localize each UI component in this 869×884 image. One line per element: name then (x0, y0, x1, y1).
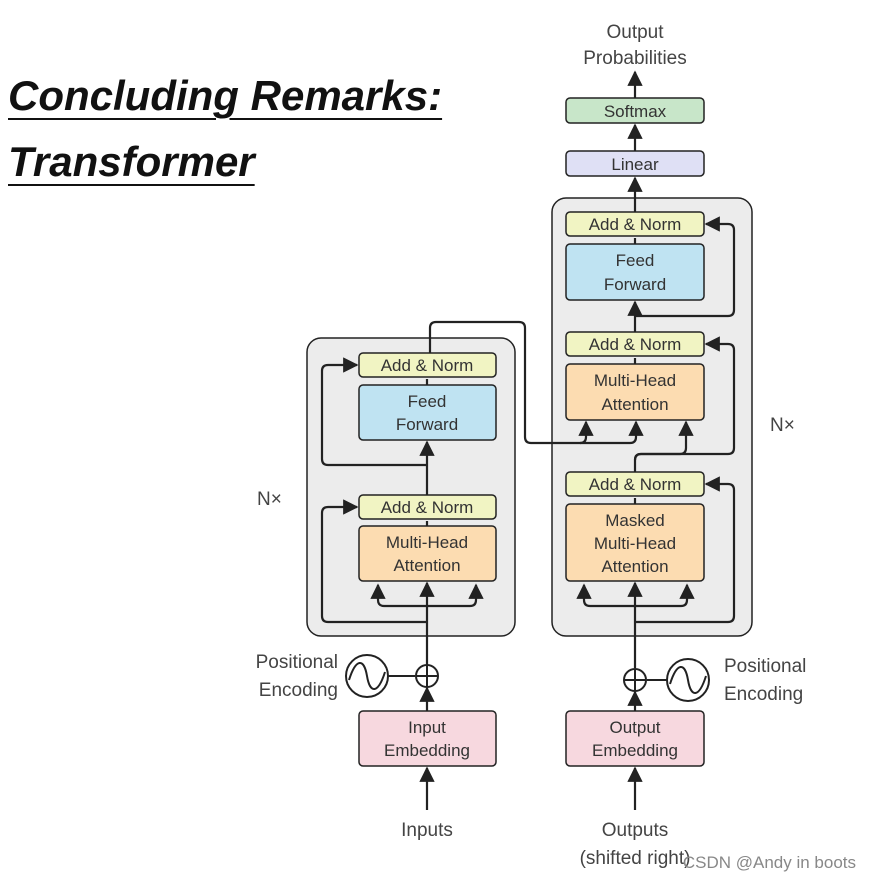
encoder-multi-head-label-1: Multi-Head (386, 533, 468, 552)
encoder-stack (306, 337, 516, 637)
title-line-1: Concluding Remarks: (8, 72, 443, 119)
input-embedding-label-1: Input (408, 718, 446, 737)
output-embedding-label-2: Embedding (592, 741, 678, 760)
decoder-masked-label-1: Masked (605, 511, 665, 530)
decoder-masked-label-3: Attention (601, 557, 668, 576)
outputs-label-1: Outputs (602, 820, 669, 841)
outputs-label-2: (shifted right) (580, 848, 691, 869)
title-line-2: Transformer (8, 138, 255, 185)
decoder-feed-forward-label-2: Forward (604, 275, 666, 294)
decoder-add-norm-top-label: Add & Norm (589, 215, 682, 234)
decoder-positional-label-1: Positional (724, 656, 806, 677)
softmax-label: Softmax (604, 102, 667, 121)
encoder-add-norm-top-label: Add & Norm (381, 356, 474, 375)
decoder-multi-head-label-2: Attention (601, 395, 668, 414)
decoder-multi-head-label-1: Multi-Head (594, 371, 676, 390)
encoder-positional-label-1: Positional (256, 652, 338, 673)
decoder-masked-label-2: Multi-Head (594, 534, 676, 553)
output-embedding-label-1: Output (609, 718, 660, 737)
decoder-plus-icon (623, 668, 647, 692)
decoder-positional-label-2: Encoding (724, 684, 803, 705)
decoder-feed-forward-label-1: Feed (616, 251, 655, 270)
decoder-add-norm-bottom-label: Add & Norm (589, 475, 682, 494)
decoder-nx-label: N× (770, 415, 795, 436)
decoder-arrows (576, 70, 736, 810)
encoder-nx-label: N× (257, 489, 282, 510)
decoder-positional-encoding-icon (647, 658, 710, 702)
encoder-multi-head-label-2: Attention (393, 556, 460, 575)
watermark: CSDN @Andy in boots (683, 853, 856, 872)
encoder-add-norm-bottom-label: Add & Norm (381, 498, 474, 517)
encoder-positional-label-2: Encoding (259, 680, 338, 701)
output-probabilities-label-2: Probabilities (583, 48, 687, 69)
encoder-feed-forward-label-2: Forward (396, 415, 458, 434)
inputs-label: Inputs (401, 820, 453, 841)
encoder-add-norm-top-box (358, 352, 497, 378)
linear-label: Linear (611, 155, 659, 174)
decoder-add-norm-mid-label: Add & Norm (589, 335, 682, 354)
output-probabilities-label-1: Output (606, 22, 664, 43)
encoder-feed-forward-label-1: Feed (408, 392, 447, 411)
encoder-plus-icon (415, 664, 439, 688)
input-embedding-label-2: Embedding (384, 741, 470, 760)
encoder-positional-encoding-icon (345, 654, 415, 698)
encoder-arrows (320, 320, 644, 810)
